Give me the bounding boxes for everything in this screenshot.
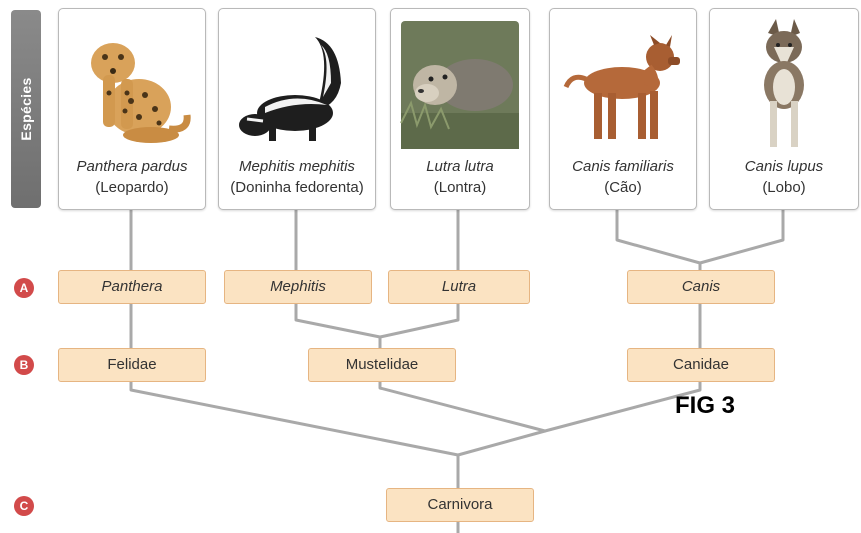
family-node-mustelidae: Mustelidae bbox=[308, 348, 456, 382]
figure-label: FIG 3 bbox=[675, 392, 736, 419]
species-card-dog: Canis familiaris (Cão) bbox=[549, 8, 697, 210]
connector-wolf-canis bbox=[698, 206, 785, 265]
species-common-name: (Cão) bbox=[604, 179, 642, 196]
level-marker-c: C bbox=[14, 496, 34, 516]
species-card-otter: Lutra lutra (Lontra) bbox=[390, 8, 530, 210]
species-scientific-name: Panthera pardus bbox=[76, 158, 188, 175]
family-node-canidae: Canidae bbox=[627, 348, 775, 382]
leopard-icon bbox=[59, 13, 205, 153]
species-common-name: (Lontra) bbox=[433, 179, 487, 196]
connector-mephitis-mustelidae bbox=[294, 300, 382, 339]
dog-icon bbox=[550, 13, 696, 153]
species-side-label: Espécies bbox=[18, 77, 34, 141]
species-scientific-name: Lutra lutra bbox=[426, 158, 494, 175]
species-common-name: (Leopardo) bbox=[95, 179, 169, 196]
level-marker-a: A bbox=[14, 278, 34, 298]
connector-canidae-join bbox=[543, 378, 702, 433]
family-node-felidae: Felidae bbox=[58, 348, 206, 382]
level-marker-b: B bbox=[14, 355, 34, 375]
genus-node-canis: Canis bbox=[627, 270, 775, 304]
species-card-skunk: Mephitis mephitis (Doninha fedorenta) bbox=[218, 8, 376, 210]
species-common-name: (Lobo) bbox=[762, 179, 806, 196]
species-side-tab: Espécies bbox=[11, 10, 41, 208]
skunk-icon bbox=[219, 13, 375, 153]
species-card-wolf: Canis lupus (Lobo) bbox=[709, 8, 859, 210]
otter-icon bbox=[391, 13, 529, 153]
connector-mustelidae-join bbox=[378, 378, 547, 433]
genus-node-lutra: Lutra bbox=[388, 270, 530, 304]
connector-felidae-carnivora bbox=[129, 378, 460, 457]
species-common-name: (Doninha fedorenta) bbox=[230, 179, 364, 196]
genus-node-mephitis: Mephitis bbox=[224, 270, 372, 304]
connector-lutra-mustelidae bbox=[378, 300, 460, 339]
species-card-leopard: Panthera pardus (Leopardo) bbox=[58, 8, 206, 210]
species-scientific-name: Canis lupus bbox=[744, 158, 824, 175]
connector-dog-canis bbox=[615, 206, 702, 265]
wolf-icon bbox=[710, 13, 858, 153]
species-scientific-name: Mephitis mephitis bbox=[239, 158, 355, 175]
genus-node-panthera: Panthera bbox=[58, 270, 206, 304]
connector-caniform-carnivora bbox=[456, 429, 547, 457]
species-scientific-name: Canis familiaris bbox=[572, 158, 674, 175]
order-node-carnivora: Carnivora bbox=[386, 488, 534, 522]
